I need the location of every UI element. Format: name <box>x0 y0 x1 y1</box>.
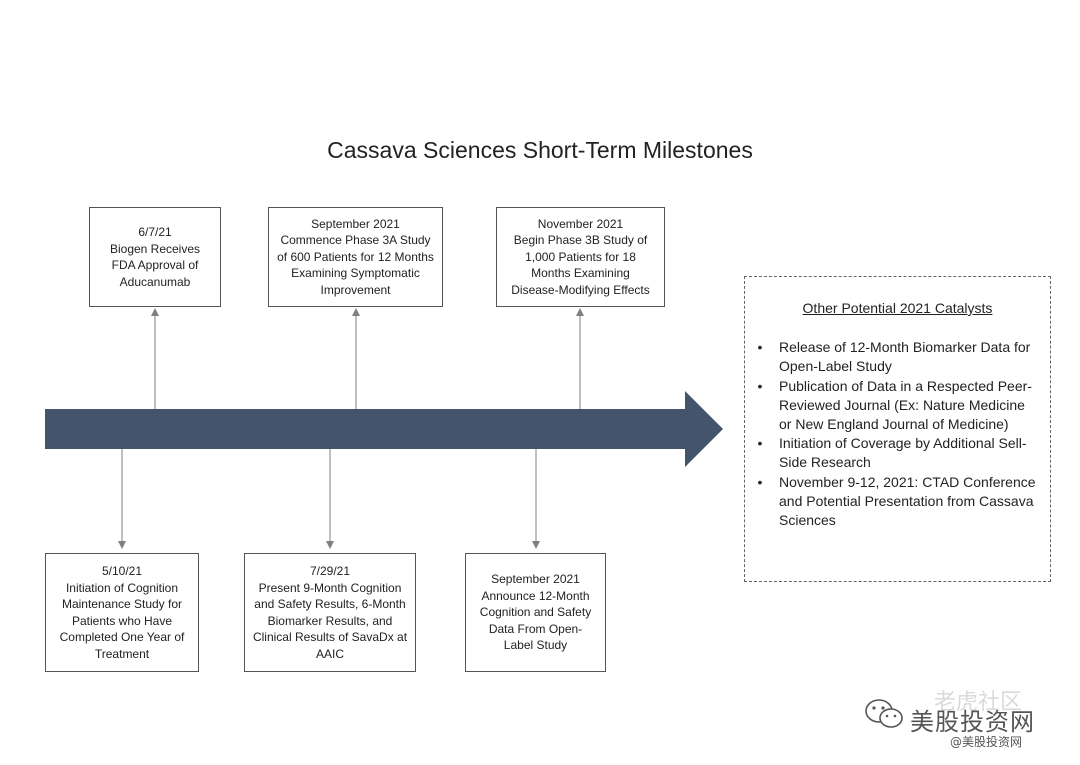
arrowhead-top-1 <box>151 308 159 316</box>
milestone-box-top-1: 6/7/21 Biogen Receives FDA Approval of A… <box>89 207 221 307</box>
milestone-text: Commence Phase 3A Study of 600 Patients … <box>277 233 434 297</box>
catalysts-list: Release of 12-Month Biomarker Data for O… <box>755 338 1040 530</box>
catalysts-heading: Other Potential 2021 Catalysts <box>802 300 993 316</box>
milestone-box-bottom-3: September 2021 Announce 12-Month Cogniti… <box>465 553 606 672</box>
arrowhead-bottom-2 <box>326 541 334 549</box>
timeline-arrow <box>45 391 723 467</box>
milestone-box-bottom-2: 7/29/21 Present 9-Month Cognition and Sa… <box>244 553 416 672</box>
other-catalysts-panel: Other Potential 2021 Catalysts Release o… <box>744 276 1051 582</box>
page-title: Cassava Sciences Short-Term Milestones <box>327 137 753 163</box>
catalyst-item: Initiation of Coverage by Additional Sel… <box>755 434 1040 472</box>
milestone-box-bottom-1: 5/10/21 Initiation of Cognition Maintena… <box>45 553 199 672</box>
arrowhead-top-3 <box>576 308 584 316</box>
milestone-date: 5/10/21 <box>101 564 143 578</box>
milestone-date: September 2021 <box>311 216 400 231</box>
top-connectors <box>151 308 584 409</box>
wechat-icon <box>865 699 903 728</box>
milestone-box-top-3: November 2021 Begin Phase 3B Study of 1,… <box>496 207 665 307</box>
milestone-box-top-2: September 2021 Commence Phase 3A Study o… <box>268 207 443 307</box>
milestone-text: Present 9-Month Cognition and Safety Res… <box>252 580 408 661</box>
catalyst-item: Publication of Data in a Respected Peer-… <box>755 377 1040 435</box>
milestone-date: September 2021 <box>491 572 580 587</box>
arrowhead-bottom-1 <box>118 541 126 549</box>
milestone-date: 7/29/21 <box>309 564 351 578</box>
watermark-tiger-community: 老虎社区 <box>934 690 1023 715</box>
bottom-connectors <box>118 449 540 549</box>
catalyst-item: Release of 12-Month Biomarker Data for O… <box>755 338 1040 376</box>
milestone-text: Initiation of Cognition Maintenance Stud… <box>59 580 185 661</box>
watermark-title: 美股投资网 <box>910 708 1035 736</box>
arrowhead-bottom-3 <box>532 541 540 549</box>
milestone-date: November 2021 <box>537 216 624 231</box>
milestone-text: Announce 12-Month Cognition and Safety D… <box>479 588 592 653</box>
milestone-date: 6/7/21 <box>138 225 172 239</box>
milestone-text: Biogen Receives FDA Approval of Aducanum… <box>109 241 201 289</box>
catalyst-item: November 9-12, 2021: CTAD Conference and… <box>755 473 1040 531</box>
milestone-text: Begin Phase 3B Study of 1,000 Patients f… <box>511 233 650 297</box>
watermark-handle: @美股投资网 <box>950 735 1023 749</box>
arrowhead-top-2 <box>352 308 360 316</box>
